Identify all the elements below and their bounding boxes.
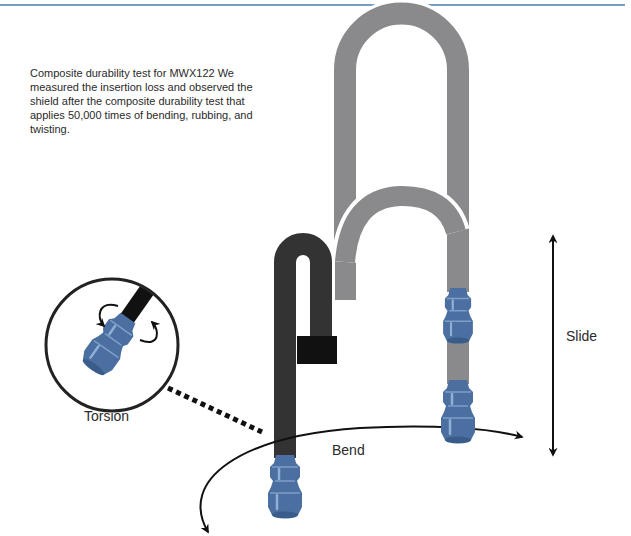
bend-arrow [201,426,522,532]
connector [443,288,473,344]
top-rule [0,4,625,6]
connector [441,380,475,444]
slide-arrow [552,236,554,455]
motion-label: Torsion [84,408,129,425]
connector [268,455,302,519]
motion-label: Bend [332,442,365,459]
torsion-detail [46,236,185,411]
description-note: Composite durability test for MWX122 We … [30,66,282,136]
leader-line [168,388,262,432]
motion-label: Slide [566,328,597,345]
black-cable [285,244,337,458]
